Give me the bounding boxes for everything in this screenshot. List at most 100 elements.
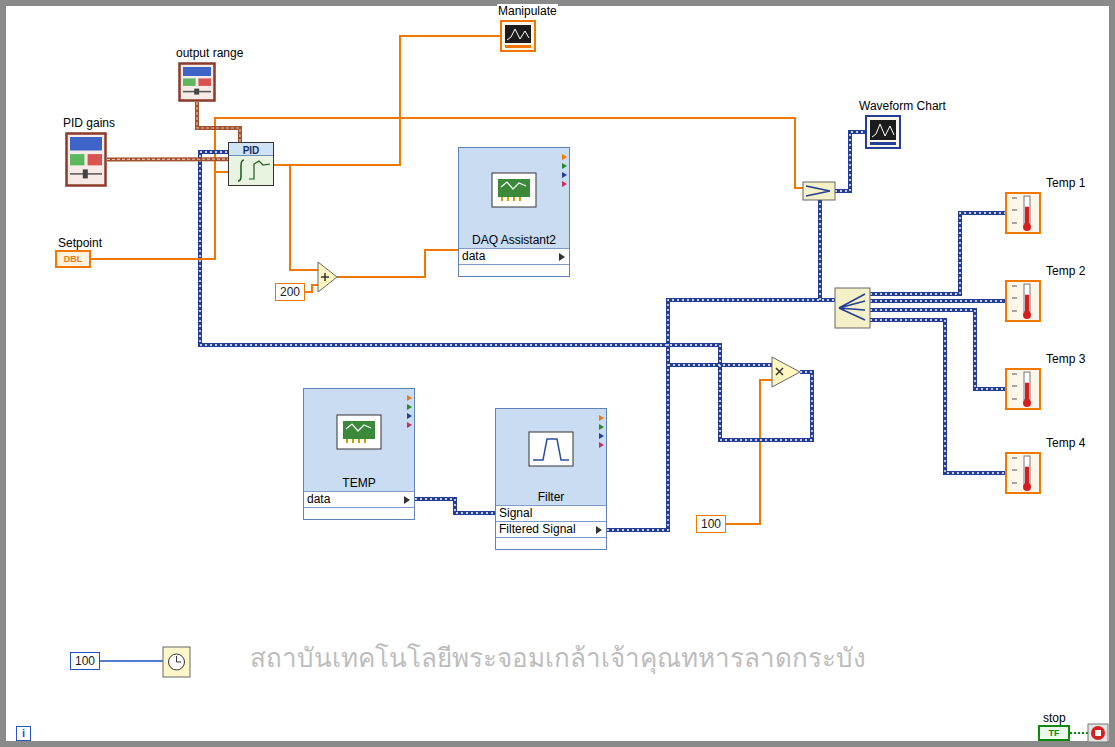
cluster-element xyxy=(183,78,196,86)
type-band xyxy=(870,142,896,145)
integral-symbol xyxy=(238,160,244,181)
express-vi: FilterSignalFiltered Signal xyxy=(495,408,607,550)
cluster-control: PID gains xyxy=(65,132,107,187)
cluster-element xyxy=(70,154,84,165)
wait-function xyxy=(169,654,185,670)
node-label: Setpoint xyxy=(57,236,103,250)
terminal-marker xyxy=(407,413,412,419)
iteration-symbol: i xyxy=(22,728,25,739)
wire xyxy=(274,36,500,165)
vi-icon-area xyxy=(459,148,569,232)
indicator-frame xyxy=(1006,281,1040,321)
wait-function xyxy=(163,647,190,677)
dynamic-wire xyxy=(818,200,822,300)
thermometer-bulb xyxy=(1023,223,1031,231)
indicator-frame xyxy=(866,116,900,148)
vi-name: Filter xyxy=(496,489,606,505)
double-wire xyxy=(290,165,318,270)
cluster-control: output range xyxy=(178,62,216,102)
pid-vi: PID xyxy=(228,142,274,186)
terminal-marker xyxy=(407,422,412,428)
scale-ticks xyxy=(1012,374,1017,399)
stop-condition xyxy=(1088,724,1108,742)
add-function xyxy=(321,273,329,281)
vi-terminal-row xyxy=(496,537,606,549)
node-label: Temp 3 xyxy=(1045,352,1086,366)
thermometer-level xyxy=(1025,467,1029,484)
wire-pattern xyxy=(415,499,495,513)
wire xyxy=(91,172,228,259)
split-signals xyxy=(835,288,870,328)
chart-icon xyxy=(500,20,536,52)
numeric-control: DBLSetpoint xyxy=(55,250,91,268)
double-wire xyxy=(726,380,772,524)
node-label: Waveform Chart xyxy=(858,99,947,113)
vi-terminal-row: data xyxy=(459,248,569,264)
thermometer-level xyxy=(1025,295,1029,312)
thermometer-level xyxy=(1025,207,1029,224)
constant-value: 100 xyxy=(75,654,95,668)
plot-trace xyxy=(872,124,894,137)
while-loop-border xyxy=(3,3,1112,744)
scale-ticks xyxy=(1012,458,1017,483)
vi-icon-area xyxy=(304,389,414,475)
split-signals xyxy=(835,288,870,328)
wait-function xyxy=(177,656,182,662)
dynamic-wire xyxy=(870,213,1005,294)
node-label: PID gains xyxy=(62,116,116,130)
node-label: Manipulate xyxy=(497,4,558,18)
scale-ticks xyxy=(1012,198,1017,223)
boolean-control: TFstop xyxy=(1038,725,1070,741)
vi-icon-area xyxy=(496,409,606,489)
thermometer-bulb xyxy=(1023,311,1031,319)
terminal-name: data xyxy=(462,249,485,263)
vi-name: DAQ Assistant2 xyxy=(459,232,569,248)
stop-condition xyxy=(1088,724,1108,742)
terminal-marker xyxy=(407,404,412,410)
double-wire xyxy=(337,250,458,277)
terminal-marker xyxy=(562,163,567,169)
output-arrow xyxy=(596,526,602,534)
pid-panel xyxy=(229,156,273,185)
chart-indicator: Manipulate xyxy=(500,20,536,52)
boolean-wire xyxy=(1070,732,1088,734)
wire-group xyxy=(274,36,500,165)
thermometer-indicator: Temp 2 xyxy=(1005,280,1041,322)
dynamic-wire xyxy=(200,152,812,440)
pid-body xyxy=(229,156,273,185)
vi-terminal-row xyxy=(459,264,569,276)
constant-value: 200 xyxy=(280,285,300,299)
express-vi: DAQ Assistant2data xyxy=(458,147,570,277)
pid-title: PID xyxy=(243,145,260,156)
terminal-name: Filtered Signal xyxy=(499,522,576,536)
terminal-marker xyxy=(407,395,412,401)
cluster-element xyxy=(88,154,102,165)
double-wire xyxy=(305,285,318,292)
vi-icon-frame xyxy=(492,173,536,207)
dynamic-wire xyxy=(200,152,812,440)
thermometer-indicator: Temp 1 xyxy=(1005,192,1041,234)
plot-trace xyxy=(507,29,529,40)
stop-condition xyxy=(1091,726,1105,740)
thermometer-level xyxy=(1025,383,1029,400)
watermark: สถาบันเทคโนโลยีพระจอมเกล้าเจ้าคุณทหารลาด… xyxy=(250,642,866,674)
daq-card xyxy=(343,421,375,439)
vi-name-text: Filter xyxy=(538,490,565,504)
vi-icon xyxy=(459,148,569,232)
type-tag: TF xyxy=(1049,728,1060,738)
multiply-function xyxy=(776,368,783,375)
pid-header: PID xyxy=(229,143,273,156)
thermometer-bulb xyxy=(1023,399,1031,407)
terminal-name: Signal xyxy=(499,506,532,520)
thermometer-tube xyxy=(1024,372,1030,400)
integer-wire xyxy=(100,660,163,662)
cluster-element xyxy=(198,78,211,86)
connectors xyxy=(91,36,500,513)
terminal-marker xyxy=(562,154,567,160)
indicator-frame xyxy=(1006,193,1040,233)
vi-terminal-row xyxy=(304,507,414,519)
merge-signals xyxy=(806,186,830,196)
cluster-icon xyxy=(178,62,216,102)
